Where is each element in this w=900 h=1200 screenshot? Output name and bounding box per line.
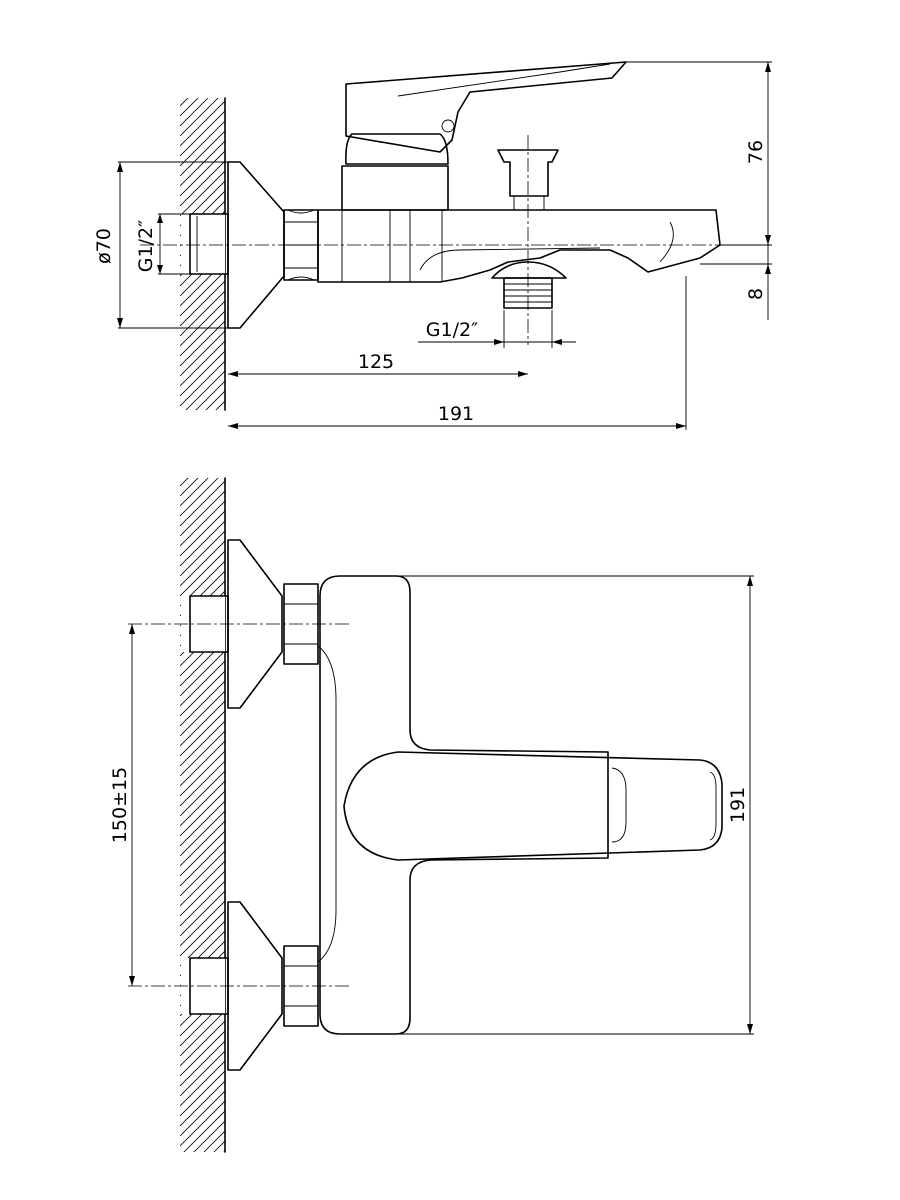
center-lines-top [128, 623, 350, 987]
center-lines-side [140, 135, 770, 345]
top-view: 150±15 191 [109, 477, 754, 1153]
dim-depth: 191 [727, 787, 749, 823]
wall-flange-upper [227, 539, 283, 709]
wall-hatch-top [180, 97, 226, 411]
wall-flange-lower [227, 901, 283, 1071]
mixer-body-top [317, 575, 609, 1035]
dim-inlet-spacing: 150±15 [109, 767, 131, 843]
diverter-knob [497, 149, 559, 211]
side-view: ø70 G1/2″ G1/2″ 125 191 76 8 [93, 61, 772, 430]
dim-inlet-thread: G1/2″ [135, 220, 157, 272]
lever-handle-top [343, 751, 723, 861]
dim-spout-offset: 125 [358, 351, 394, 373]
dim-overall-length: 191 [438, 403, 474, 425]
dimensions-top [129, 575, 754, 1035]
lever-handle [345, 61, 627, 153]
wall-hatch-bottom [180, 477, 226, 1153]
dim-flange-diameter: ø70 [93, 228, 115, 264]
dimensions-side [117, 61, 772, 430]
dim-spout-drop: 8 [745, 288, 767, 300]
cartridge-housing [341, 133, 449, 211]
dim-outlet-thread: G1/2″ [426, 319, 478, 341]
mixer-body [317, 209, 721, 283]
hose-outlet [491, 261, 567, 309]
dim-lever-height: 76 [745, 140, 767, 164]
